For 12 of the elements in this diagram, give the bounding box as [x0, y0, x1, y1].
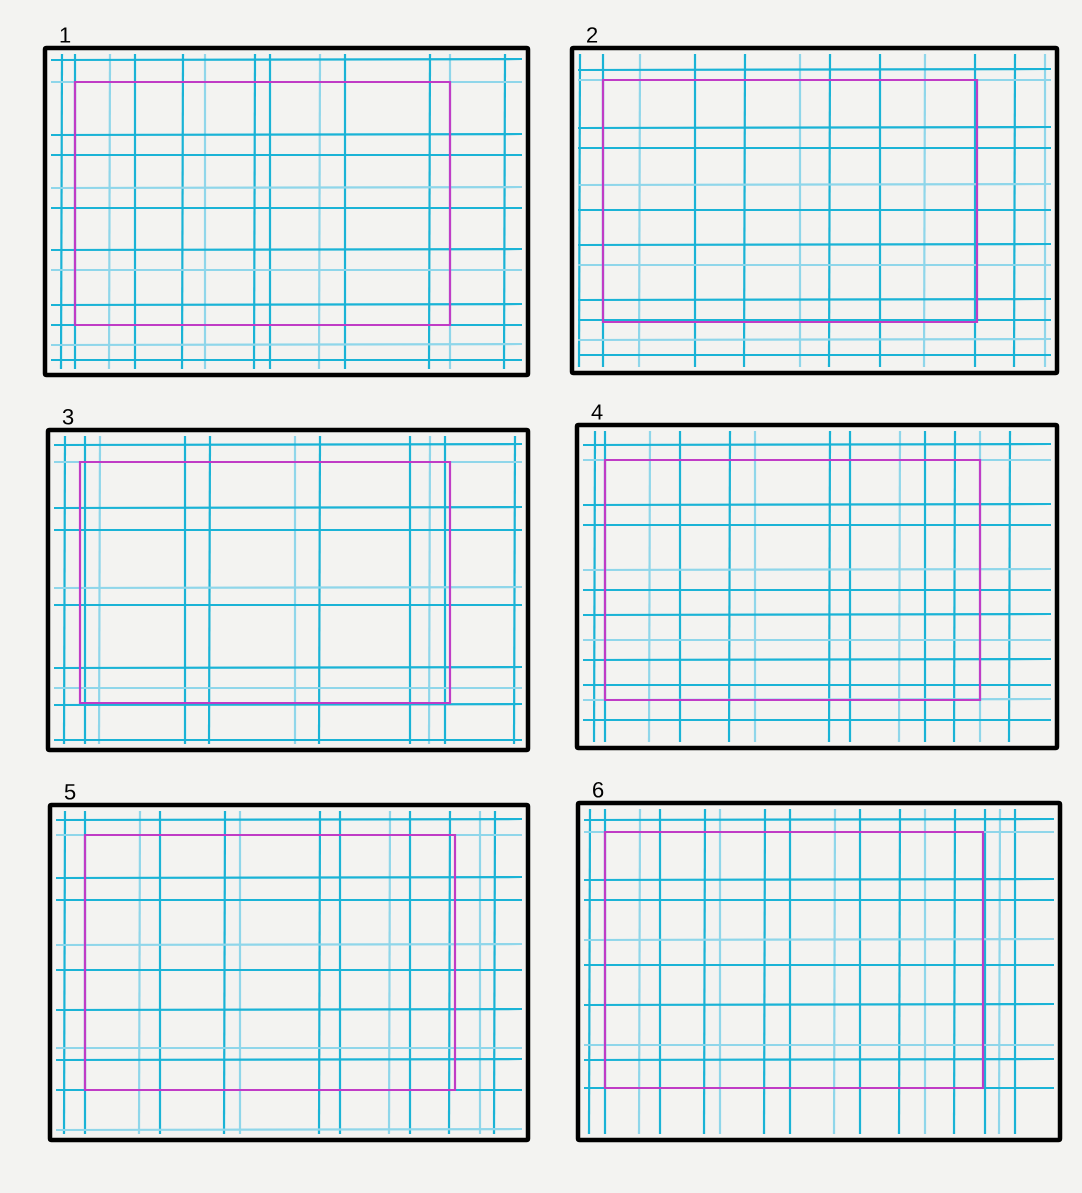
sketch-panel: 4	[574, 404, 1060, 751]
node-label: 2	[587, 27, 598, 43]
node-label: 1	[60, 27, 71, 43]
sketch-panel: 3	[45, 408, 531, 753]
node-label: 5	[64, 784, 76, 800]
node-label: 6	[593, 781, 604, 798]
node-label: 4	[591, 404, 603, 420]
sketch-panel: 5	[47, 784, 531, 1143]
sketch-panel: 1	[42, 27, 531, 378]
sketch-panel: 6	[575, 781, 1063, 1143]
sketch-panel: 2	[569, 27, 1060, 376]
node-label: 3	[62, 408, 74, 425]
